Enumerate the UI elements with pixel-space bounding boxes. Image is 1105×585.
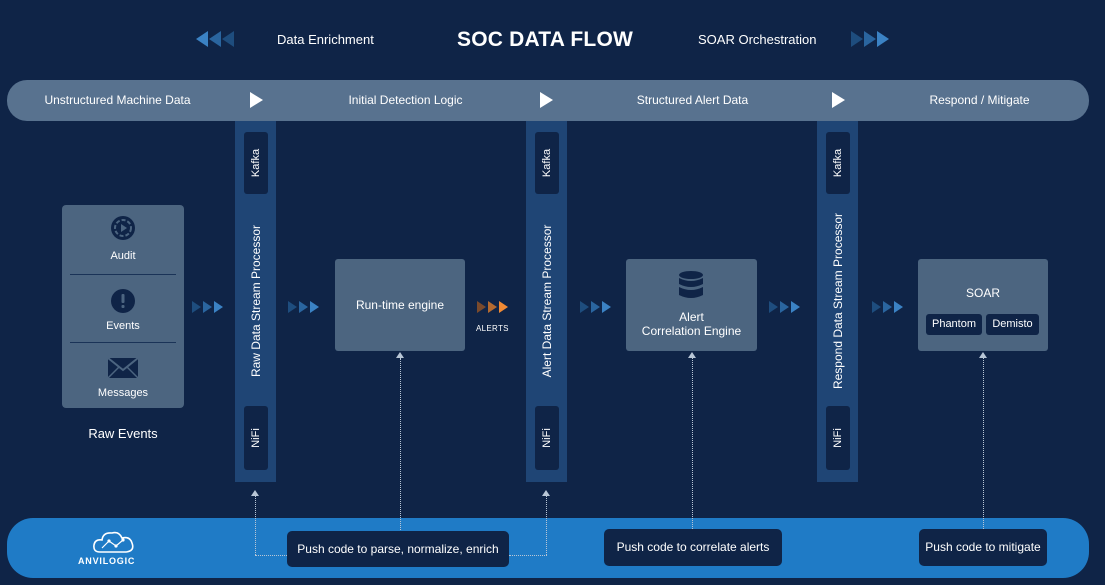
divider bbox=[70, 274, 176, 275]
processor-label: Respond Data Stream Processor bbox=[830, 212, 845, 390]
alert-data-stream-processor: Kafka Alert Data Stream Processor NiFi bbox=[526, 121, 567, 482]
connector-line bbox=[400, 358, 401, 530]
respond-data-stream-processor: Kafka Respond Data Stream Processor NiFi bbox=[817, 121, 858, 482]
push-parse-button[interactable]: Push code to parse, normalize, enrich bbox=[287, 531, 509, 567]
arrow-right-icon bbox=[310, 301, 319, 313]
runtime-engine-box: Run-time engine bbox=[335, 259, 465, 351]
cloud-network-icon bbox=[93, 531, 134, 553]
arrow-up-icon bbox=[542, 490, 550, 496]
alerts-label: ALERTS bbox=[476, 324, 509, 333]
arrow-right-icon bbox=[214, 301, 223, 313]
arrow-right-icon bbox=[203, 301, 212, 313]
correlation-line2: Correlation Engine bbox=[641, 324, 742, 338]
divider bbox=[70, 342, 176, 343]
arrow-right-icon bbox=[883, 301, 892, 313]
kafka-tag: Kafka bbox=[826, 132, 850, 194]
arrow-right-icon bbox=[488, 301, 497, 313]
arrow-right-icon bbox=[877, 31, 889, 47]
raw-events-caption: Raw Events bbox=[88, 426, 158, 441]
play-arrow-icon bbox=[250, 92, 263, 108]
arrow-right-icon bbox=[477, 301, 486, 313]
page-title: SOC DATA FLOW bbox=[456, 28, 633, 51]
bottom-bar bbox=[7, 518, 1089, 578]
arrow-right-icon bbox=[499, 301, 508, 313]
processor-label: Raw Data Stream Processor bbox=[248, 224, 263, 378]
arrow-up-icon bbox=[688, 352, 696, 358]
arrow-right-icon bbox=[894, 301, 903, 313]
soar-label: SOAR bbox=[965, 286, 1000, 300]
arrow-right-icon bbox=[851, 31, 863, 47]
nifi-tag: NiFi bbox=[244, 406, 268, 470]
audit-icon bbox=[111, 216, 135, 240]
phantom-tag: Phantom bbox=[926, 314, 982, 335]
envelope-icon bbox=[107, 357, 139, 379]
play-arrow-icon bbox=[540, 92, 553, 108]
left-arrows bbox=[196, 31, 234, 47]
kafka-tag: Kafka bbox=[535, 132, 559, 194]
correlation-engine-box: Alert Correlation Engine bbox=[626, 259, 757, 351]
raw-data-stream-processor: Kafka Raw Data Stream Processor NiFi bbox=[235, 121, 276, 482]
runtime-engine-label: Run-time engine bbox=[355, 298, 445, 312]
events-label: Events bbox=[106, 320, 140, 332]
stage-label-detection: Initial Detection Logic bbox=[348, 93, 463, 107]
database-icon bbox=[679, 271, 703, 298]
flow-arrows bbox=[288, 301, 319, 313]
raw-events-box: Audit Events Messages bbox=[62, 205, 184, 408]
demisto-tag: Demisto bbox=[986, 314, 1039, 335]
flow-arrows bbox=[192, 301, 223, 313]
stage-label-structured: Structured Alert Data bbox=[636, 93, 749, 107]
audit-label: Audit bbox=[110, 250, 136, 262]
connector-line bbox=[983, 358, 984, 529]
flow-arrows bbox=[580, 301, 611, 313]
arrow-up-icon bbox=[396, 352, 404, 358]
right-arrows bbox=[851, 31, 889, 47]
arrow-right-icon bbox=[299, 301, 308, 313]
messages-label: Messages bbox=[97, 387, 149, 399]
stage-label-respond: Respond / Mitigate bbox=[929, 93, 1030, 107]
arrow-right-icon bbox=[864, 31, 876, 47]
arrow-right-icon bbox=[769, 301, 778, 313]
kafka-tag: Kafka bbox=[244, 132, 268, 194]
correlation-line1: Alert bbox=[679, 310, 704, 324]
push-correlate-button[interactable]: Push code to correlate alerts bbox=[604, 529, 782, 566]
push-mitigate-button[interactable]: Push code to mitigate bbox=[919, 529, 1047, 566]
anvilogic-logo-text: ANVILOGIC bbox=[78, 556, 136, 566]
arrow-right-icon bbox=[192, 301, 201, 313]
stage-label-unstructured: Unstructured Machine Data bbox=[44, 93, 191, 107]
connector-line bbox=[546, 496, 547, 555]
arrow-right-icon bbox=[602, 301, 611, 313]
arrow-right-icon bbox=[580, 301, 589, 313]
soar-box: SOAR Phantom Demisto bbox=[918, 259, 1048, 351]
flow-arrows bbox=[872, 301, 903, 313]
soar-orchestration-label: SOAR Orchestration bbox=[698, 32, 817, 47]
data-enrichment-label: Data Enrichment bbox=[277, 32, 374, 47]
arrow-left-icon bbox=[209, 31, 221, 47]
alert-circle-icon bbox=[111, 289, 135, 313]
connector-line bbox=[692, 358, 693, 529]
arrow-up-icon bbox=[251, 490, 259, 496]
arrow-right-icon bbox=[591, 301, 600, 313]
connector-line bbox=[255, 555, 287, 556]
alert-flow-arrows bbox=[477, 301, 508, 313]
connector-line bbox=[255, 496, 256, 555]
play-arrow-icon bbox=[832, 92, 845, 108]
nifi-tag: NiFi bbox=[535, 406, 559, 470]
arrow-up-icon bbox=[979, 352, 987, 358]
arrow-left-icon bbox=[222, 31, 234, 47]
processor-label: Alert Data Stream Processor bbox=[539, 224, 554, 378]
flow-arrows bbox=[769, 301, 800, 313]
connector-line bbox=[509, 555, 547, 556]
nifi-tag: NiFi bbox=[826, 406, 850, 470]
arrow-right-icon bbox=[780, 301, 789, 313]
arrow-right-icon bbox=[791, 301, 800, 313]
arrow-right-icon bbox=[288, 301, 297, 313]
arrow-right-icon bbox=[872, 301, 881, 313]
arrow-left-icon bbox=[196, 31, 208, 47]
